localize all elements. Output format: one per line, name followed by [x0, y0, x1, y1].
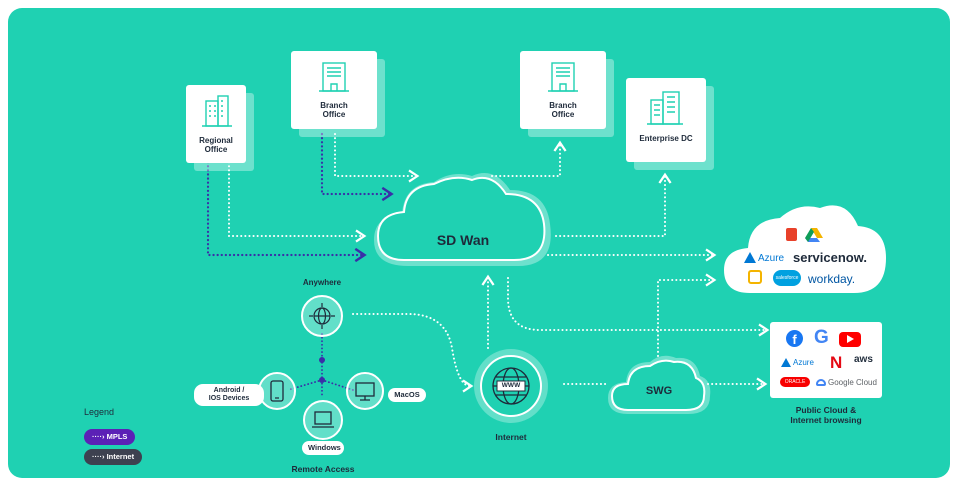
- swg-cloud: [608, 355, 711, 414]
- internet-label: Internet: [495, 432, 527, 442]
- internet-line-to-dc: [555, 172, 672, 237]
- building-icon: [202, 95, 232, 127]
- macos-device-node: [346, 372, 384, 410]
- building-icon: [548, 62, 578, 92]
- mpls-line-branch: [320, 132, 394, 202]
- macos-label: MacOS: [388, 388, 426, 402]
- datacenter-icon: [647, 91, 683, 125]
- branch-office-left-node: Branch Office: [291, 51, 377, 129]
- public-cloud-label: Public Cloud & Internet browsing: [790, 405, 862, 425]
- office-logo-icon: [786, 228, 797, 241]
- building-icon: [319, 62, 349, 92]
- legend-mpls-label: MPLS: [106, 432, 128, 441]
- regional-office-node: Regional Office: [186, 85, 246, 163]
- internet-line-anywhere: [352, 313, 474, 393]
- regional-office-label: Regional Office: [199, 136, 233, 154]
- connector-lines: [206, 132, 770, 399]
- legend-mpls: ····› MPLS: [84, 429, 136, 445]
- monitor-icon: [355, 382, 375, 401]
- internet-line-branch: [334, 133, 420, 183]
- network-diagram: Regional Office Branch Office Branch Off…: [8, 8, 950, 478]
- laptop-icon: [312, 411, 334, 428]
- saas-cloud: [724, 205, 886, 293]
- azure-logo-text: Azure: [793, 358, 814, 367]
- remote-hub-lines: [287, 333, 354, 399]
- oracle-logo-icon: ORACLE: [780, 377, 810, 387]
- legend-title: Legend: [84, 407, 115, 417]
- facebook-logo-icon: f: [786, 330, 803, 347]
- youtube-logo-icon: [839, 332, 861, 347]
- netflix-logo-icon: N: [830, 353, 843, 372]
- legend-internet: ····› Internet: [84, 449, 143, 465]
- globe-icon: [492, 367, 530, 405]
- branch-office-right-node: Branch Office: [520, 51, 606, 129]
- branch-office-left-label: Branch Office: [320, 101, 348, 119]
- windows-device-node: [303, 400, 343, 440]
- google-drive-logo-icon: [805, 228, 823, 242]
- mpls-line-regional: [206, 156, 367, 263]
- cornerstone-logo-icon: [748, 270, 762, 284]
- sdwan-label: SD Wan: [436, 232, 490, 248]
- anywhere-node: [301, 295, 343, 337]
- android-ios-label: Android / IOS Devices: [194, 384, 264, 406]
- internet-globe-node: WWW: [480, 355, 542, 417]
- workday-logo-text: workday.: [808, 272, 856, 286]
- google-cloud-logo-icon: [816, 379, 826, 386]
- sdwan-cloud: [374, 173, 551, 266]
- windows-label: Windows: [302, 441, 344, 455]
- internet-line-to-public: [507, 277, 770, 337]
- remote-access-label: Remote Access: [291, 464, 355, 474]
- internet-line-regional: [228, 157, 367, 243]
- branch-office-right-label: Branch Office: [549, 101, 577, 119]
- swg-label: SWG: [645, 385, 673, 397]
- servicenow-logo-text: servicenow.: [793, 250, 867, 265]
- enterprise-dc-node: Enterprise DC: [626, 78, 706, 162]
- legend-internet-label: Internet: [106, 452, 135, 461]
- google-cloud-logo-text: Google Cloud: [828, 378, 877, 387]
- azure-logo-icon: [781, 358, 791, 367]
- legend-internet-arrow: ····›: [92, 452, 107, 461]
- aws-logo-text: aws: [854, 354, 873, 365]
- globe-arrows-icon: [309, 303, 335, 329]
- legend-mpls-arrow: ····›: [92, 432, 107, 441]
- www-label: WWW: [501, 382, 521, 389]
- internet-line-swg-up: [657, 273, 717, 357]
- internet-line-to-branch-right: [491, 140, 567, 177]
- azure-logo-text: Azure: [758, 253, 785, 264]
- anywhere-label: Anywhere: [302, 278, 342, 287]
- enterprise-dc-label: Enterprise DC: [639, 134, 693, 143]
- google-logo-icon: G: [814, 327, 829, 348]
- azure-logo-icon: [744, 252, 756, 263]
- smartphone-icon: [270, 380, 284, 402]
- salesforce-logo-icon: salesforce: [773, 270, 801, 286]
